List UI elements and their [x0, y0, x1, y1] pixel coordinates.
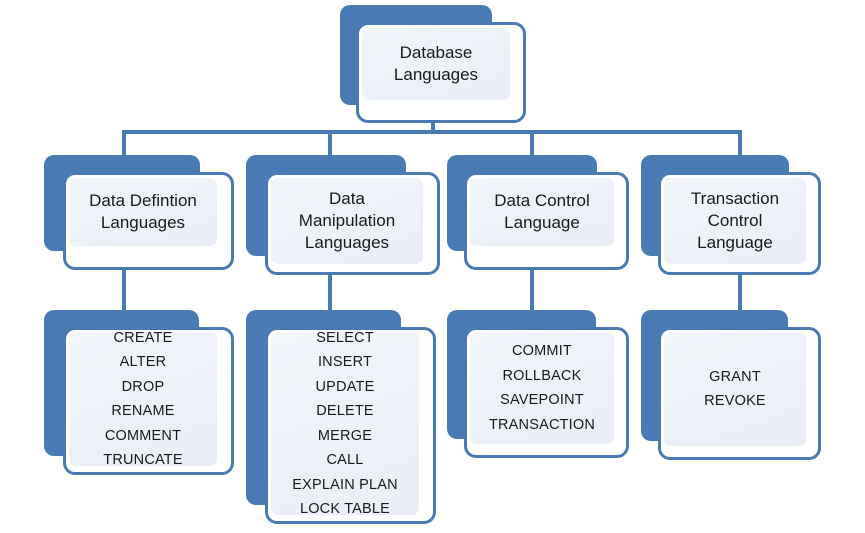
- node-label: Transaction Control Language: [664, 178, 806, 264]
- node-label-line: Database: [399, 43, 473, 62]
- command-item: ALTER: [119, 354, 167, 370]
- node-label-line: Languages: [393, 65, 479, 84]
- command-item: MERGE: [317, 427, 373, 444]
- command-list: COMMIT ROLLBACK SAVEPOINT TRANSACTION: [470, 332, 614, 444]
- connector-dml-to-commands: [328, 272, 332, 312]
- connector-ddl-to-commands: [122, 268, 126, 312]
- command-item: COMMENT: [104, 427, 182, 444]
- command-item: LOCK TABLE: [299, 501, 391, 517]
- connector-drop-tcl: [738, 130, 742, 158]
- connector-drop-ddl: [122, 130, 126, 158]
- command-item: UPDATE: [315, 378, 375, 395]
- node-database-languages[interactable]: Database Languages: [340, 5, 526, 123]
- node-label: Data Defintion Languages: [69, 178, 217, 246]
- node-label-line: Transaction: [690, 189, 780, 208]
- command-item: GRANT: [709, 368, 761, 385]
- command-item: TRANSACTION: [488, 416, 596, 433]
- node-data-control-language[interactable]: Data Control Language: [447, 155, 629, 270]
- node-label: Database Languages: [362, 28, 510, 100]
- command-item: ROLLBACK: [502, 367, 582, 384]
- node-label-line: Language: [504, 213, 580, 232]
- node-label-line: Languages: [100, 213, 186, 232]
- node-label: Data Control Language: [470, 178, 614, 246]
- command-item: DELETE: [316, 403, 374, 419]
- node-dcl-commands[interactable]: COMMIT ROLLBACK SAVEPOINT TRANSACTION: [447, 310, 629, 458]
- node-transaction-control-language[interactable]: Transaction Control Language: [641, 155, 821, 275]
- command-item: RENAME: [111, 403, 175, 419]
- node-label-line: Language: [697, 233, 773, 252]
- command-item: CREATE: [113, 329, 173, 346]
- node-label-line: Data Defintion: [89, 191, 197, 210]
- connector-horizontal-bus: [122, 130, 742, 134]
- command-item: TRUNCATE: [103, 452, 183, 468]
- command-item: INSERT: [317, 354, 373, 370]
- node-label-line: Control: [707, 211, 763, 230]
- connector-drop-dml: [328, 130, 332, 158]
- node-label-line: Manipulation: [298, 211, 396, 230]
- command-list: CREATE ALTER DROP RENAME COMMENT TRUNCAT…: [69, 330, 217, 468]
- command-item: DROP: [121, 378, 165, 395]
- command-list: SELECT INSERT UPDATE DELETE MERGE CALL E…: [271, 330, 419, 517]
- node-label-line: Languages: [304, 233, 390, 252]
- node-data-manipulation-languages[interactable]: Data Manipulation Languages: [246, 155, 440, 275]
- node-data-defintion-languages[interactable]: Data Defintion Languages: [44, 155, 234, 270]
- connector-drop-dcl: [530, 130, 534, 158]
- command-item: SELECT: [316, 329, 374, 346]
- command-item: REVOKE: [704, 393, 766, 409]
- connector-tcl-to-commands: [738, 272, 742, 312]
- node-label: Data Manipulation Languages: [271, 178, 423, 264]
- command-item: CALL: [326, 452, 364, 468]
- node-label-line: Data: [329, 189, 365, 208]
- connector-dcl-to-commands: [530, 268, 534, 312]
- command-item: EXPLAIN PLAN: [292, 476, 398, 493]
- command-item: SAVEPOINT: [500, 392, 584, 408]
- command-item: COMMIT: [512, 343, 572, 359]
- command-list: GRANT REVOKE: [664, 332, 806, 446]
- node-dml-commands[interactable]: SELECT INSERT UPDATE DELETE MERGE CALL E…: [246, 310, 436, 524]
- node-label-line: Data Control: [494, 191, 590, 210]
- node-ddl-commands[interactable]: CREATE ALTER DROP RENAME COMMENT TRUNCAT…: [44, 310, 234, 475]
- node-tcl-commands[interactable]: GRANT REVOKE: [641, 310, 821, 460]
